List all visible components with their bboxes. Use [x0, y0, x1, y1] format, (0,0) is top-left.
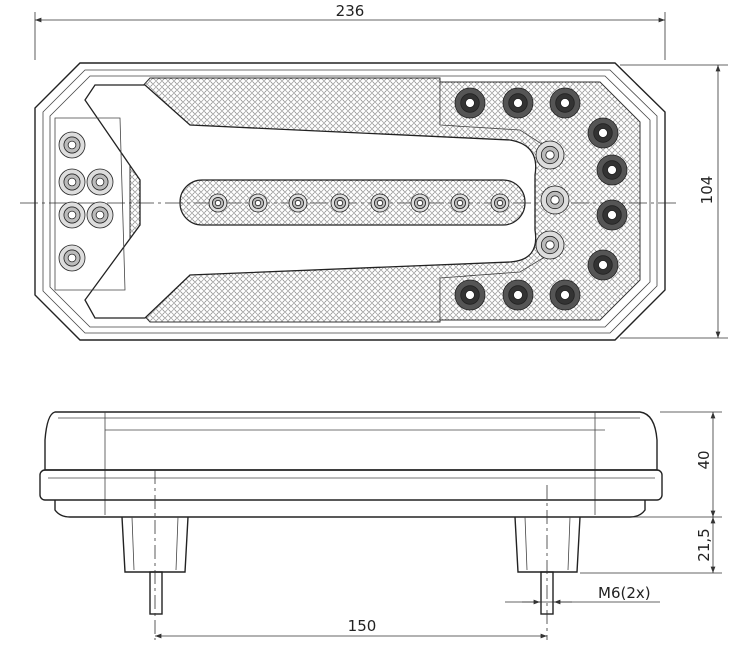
led	[540, 185, 570, 215]
led-group	[58, 87, 628, 311]
led	[450, 193, 470, 213]
led	[86, 168, 114, 196]
led	[58, 168, 86, 196]
led	[596, 199, 628, 231]
lamp-outline	[34, 62, 666, 341]
led	[549, 87, 581, 119]
led	[86, 201, 114, 229]
top-view: 236 104	[20, 2, 728, 341]
led	[370, 193, 390, 213]
led	[502, 279, 534, 311]
led	[58, 244, 86, 272]
led	[410, 193, 430, 213]
led	[454, 279, 486, 311]
left-threaded-stud	[149, 571, 163, 615]
led	[58, 201, 86, 229]
led	[288, 193, 308, 213]
led	[502, 87, 534, 119]
led	[454, 87, 486, 119]
stud-length-dimension-label: 21,5	[695, 528, 713, 561]
led	[208, 193, 228, 213]
body-height-dimension-label: 40	[695, 450, 713, 469]
width-dimension-label: 236	[336, 2, 365, 20]
led	[549, 279, 581, 311]
height-dimension-label: 104	[698, 176, 716, 205]
led	[490, 193, 510, 213]
led	[535, 140, 565, 170]
led	[587, 117, 619, 149]
led	[330, 193, 350, 213]
center-led-strip	[179, 179, 526, 226]
side-view: 40 21,5 M6(2x) 150	[39, 411, 722, 640]
flange	[39, 469, 663, 501]
thread-label: M6(2x)	[598, 584, 651, 602]
stud-spacing-dimension-label: 150	[348, 617, 377, 635]
led	[535, 230, 565, 260]
led	[248, 193, 268, 213]
led	[596, 154, 628, 186]
right-mount-base	[514, 516, 581, 573]
lamp-body-side	[44, 411, 658, 471]
led	[58, 131, 86, 159]
led	[587, 249, 619, 281]
